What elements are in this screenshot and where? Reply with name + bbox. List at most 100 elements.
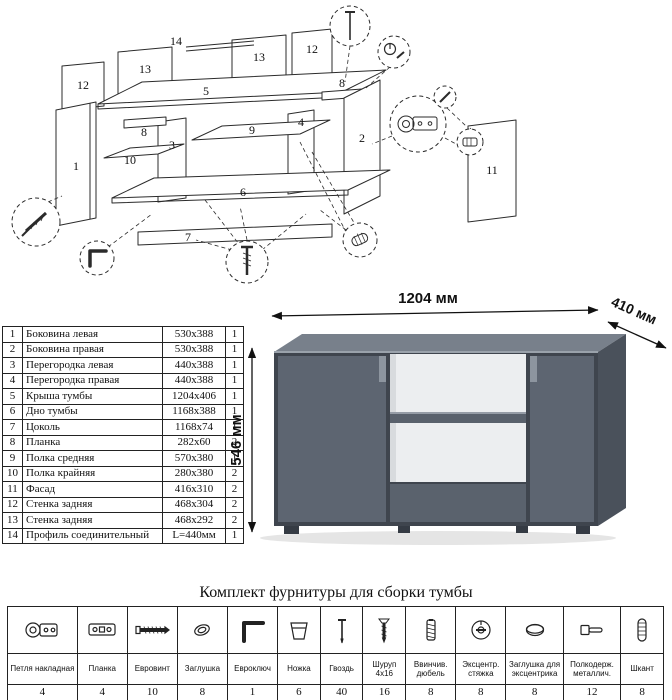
insert-dowel-icon (426, 619, 436, 641)
part-label: 11 (486, 163, 498, 177)
hardware-name: Заглушка для эксцентрика (506, 653, 563, 684)
hardware-name: Заглушка (177, 653, 227, 684)
part-label: 10 (124, 153, 136, 167)
part-label: 13 (139, 62, 151, 76)
part-labels: 14 13 12 5 12 13 8 9 3 8 10 1 2 4 6 7 11 (73, 34, 498, 244)
hardware-name: Ввинчив. дюбель (406, 653, 456, 684)
hardware-col-dowel: Шкант 8 (620, 606, 664, 700)
hardware-name: Евровинт (127, 653, 177, 684)
leader-lines (47, 45, 478, 251)
hardware-name: Гвоздь (320, 653, 363, 684)
hardware-qty: 8 (506, 684, 563, 700)
hardware-col-euroscrew: Евровинт 10 (126, 606, 178, 700)
hardware-col-screw: Шуруп 4x16 16 (362, 606, 407, 700)
part-label: 14 (170, 34, 182, 48)
hardware-qty: 6 (278, 684, 320, 700)
part-label: 7 (185, 230, 191, 244)
leg (284, 526, 299, 534)
hardware-col-plate: Планка 4 (76, 606, 128, 700)
depth-dimension-arrow (607, 321, 667, 349)
hardware-qty: 10 (127, 684, 177, 700)
hardware-qty: 8 (621, 684, 663, 700)
part-label: 3 (169, 138, 175, 152)
cam-lock-icon (471, 620, 491, 640)
nail-icon (337, 619, 346, 644)
hex-key-icon (88, 249, 108, 268)
exploded-diagram: 14 13 12 5 12 13 8 9 3 8 10 1 2 4 6 7 11 (11, 5, 517, 284)
hardware-col-cam-cap: Заглушка для эксцентрика 8 (505, 606, 564, 700)
confirmat-screw-icon (24, 211, 48, 233)
left-door-handle-groove (379, 356, 386, 382)
right-door-handle-groove (530, 356, 537, 382)
hardware-table: Петля накладная 4 Планка 4 Евровинт 10 (7, 606, 664, 700)
part-label: 1 (73, 159, 79, 173)
hardware-qty: 8 (456, 684, 506, 700)
hardware-name: Ножка (278, 653, 320, 684)
hardware-qty: 8 (177, 684, 227, 700)
allen-key-icon (242, 621, 266, 643)
bottom-front (390, 484, 526, 522)
hardware-qty: 1 (227, 684, 278, 700)
height-dimension-label: 546 мм (228, 414, 245, 465)
depth-dimension-label: 410 мм (609, 293, 659, 327)
hardware-qty: 40 (320, 684, 363, 700)
hardware-name: Планка (77, 653, 127, 684)
cabinet-top-face (274, 334, 626, 352)
part-label: 8 (339, 76, 345, 90)
cabinet-panels (55, 28, 517, 246)
hardware-qty: 8 (406, 684, 456, 700)
hardware-col-insert-dowel: Ввинчив. дюбель 8 (405, 606, 457, 700)
hardware-col-allenkey: Евроключ 1 (226, 606, 279, 700)
part-label: 4 (298, 115, 304, 129)
hardware-qty: 4 (8, 684, 77, 700)
hinge-icon (25, 622, 58, 638)
leg (576, 526, 590, 534)
hinge-callout-icon (397, 115, 438, 133)
part-label: 13 (253, 50, 265, 64)
cap-icon (194, 624, 211, 636)
shadow (260, 531, 616, 545)
foot-icon (290, 622, 308, 640)
width-dimension-label: 1204 мм (398, 290, 458, 307)
small-screw-icon (439, 91, 451, 103)
hardware-qty: 16 (363, 684, 406, 700)
cam-cap-icon (525, 623, 544, 637)
hardware-name: Шкант (621, 653, 663, 684)
euroscrew-icon (135, 625, 171, 635)
hardware-kit-title: Комплект фурнитуры для сборки тумбы (199, 584, 473, 601)
hardware-col-cap: Заглушка 8 (176, 606, 228, 700)
part-label: 2 (359, 131, 365, 145)
hardware-name: Петля накладная (8, 653, 77, 684)
hardware-qty: 12 (563, 684, 621, 700)
hardware-col-nail: Гвоздь 40 (319, 606, 364, 700)
hardware-name: Евроключ (227, 653, 278, 684)
hardware-col-foot: Ножка 6 (277, 606, 321, 700)
cabinet-right-face (598, 334, 626, 526)
leg (398, 526, 410, 533)
dowel-icon (637, 618, 647, 642)
hardware-qty: 4 (77, 684, 127, 700)
left-door (278, 356, 386, 522)
part-label: 12 (77, 78, 89, 92)
insert-dowel-icon (462, 137, 478, 147)
hardware-col-cam-lock: Эксцентр. стяжка 8 (455, 606, 507, 700)
hardware-name: Шуруп 4x16 (363, 653, 406, 684)
hardware-name: Полкодерж. металлич. (563, 653, 621, 684)
screw-icon (378, 618, 391, 644)
leg (516, 526, 528, 533)
hardware-col-shelf-pin: Полкодерж. металлич. 12 (562, 606, 622, 700)
plate-icon (88, 623, 116, 636)
